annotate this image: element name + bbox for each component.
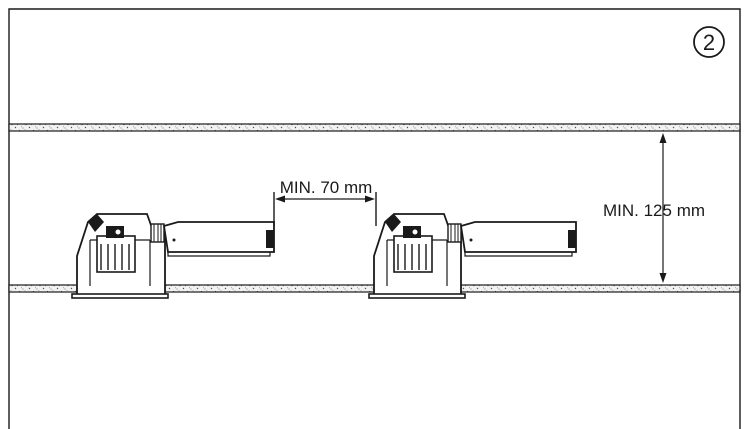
spacing-dimension-label: MIN. 70 mm xyxy=(280,178,373,197)
downlight-fixture-2 xyxy=(368,213,577,299)
step-badge: 2 xyxy=(693,26,725,58)
upper-board xyxy=(8,123,741,132)
step-number: 2 xyxy=(703,30,715,55)
spacing-dimension xyxy=(273,192,377,226)
depth-dimension-label: MIN. 125 mm xyxy=(603,201,705,220)
depth-dimension xyxy=(659,133,667,283)
frame-border xyxy=(8,8,741,429)
downlight-fixture-1 xyxy=(71,213,275,299)
